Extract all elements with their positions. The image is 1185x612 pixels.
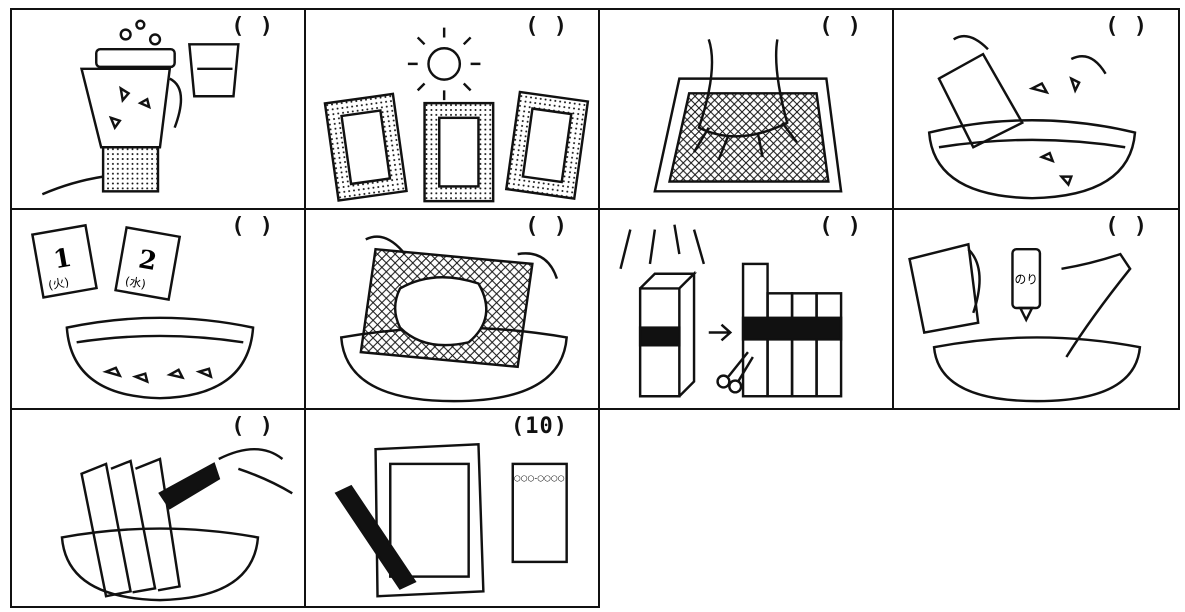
- panel-screen-scooping: ( ): [304, 208, 600, 410]
- peeling-film-illustration: [12, 410, 304, 606]
- soaking-days-illustration: 1 (火) 2 (水): [12, 210, 304, 408]
- step-label: ( ): [819, 214, 862, 239]
- sun-drying-illustration: [306, 10, 598, 208]
- calendar-weekday-2: (水): [124, 274, 147, 291]
- calendar-weekday-1: (火): [47, 275, 70, 292]
- step-label: ( ): [819, 14, 862, 39]
- cutting-carton-illustration: [600, 210, 892, 408]
- calendar-day-2: 2: [136, 245, 159, 278]
- panel-grid: ( ) ( ): [10, 8, 1180, 608]
- panel-blender: ( ): [10, 8, 306, 210]
- panel-tearing-carton: ( ): [892, 8, 1180, 210]
- panel-adding-glue: のり ( ): [892, 208, 1180, 410]
- panel-peeling-film: ( ): [10, 408, 306, 608]
- step-label: ( ): [231, 414, 274, 439]
- screen-scooping-illustration: [306, 210, 598, 408]
- step-label: ( ): [525, 214, 568, 239]
- panel-soaking-days: 1 (火) 2 (水) ( ): [10, 208, 306, 410]
- panel-finished-postcard: ○○○-○○○○ (10): [304, 408, 600, 608]
- step-label: ( ): [231, 14, 274, 39]
- calendar-day-1: 1: [51, 243, 74, 276]
- blender-illustration: [12, 10, 304, 208]
- panel-cutting-carton: ( ): [598, 208, 894, 410]
- panel-screen-pressing: ( ): [598, 8, 894, 210]
- screen-pressing-illustration: [600, 10, 892, 208]
- adding-glue-illustration: のり: [894, 210, 1178, 408]
- finished-postcard-illustration: ○○○-○○○○: [306, 410, 598, 606]
- glue-bottle-text: のり: [1014, 273, 1038, 287]
- step-label: ( ): [1105, 14, 1148, 39]
- tearing-carton-illustration: [894, 10, 1178, 208]
- step-label: ( ): [525, 14, 568, 39]
- postcard-zip-text: ○○○-○○○○: [514, 474, 565, 483]
- step-label: ( ): [1105, 214, 1148, 239]
- panel-sun-drying: ( ): [304, 8, 600, 210]
- step-label: ( ): [231, 214, 274, 239]
- step-label: (10): [511, 414, 568, 439]
